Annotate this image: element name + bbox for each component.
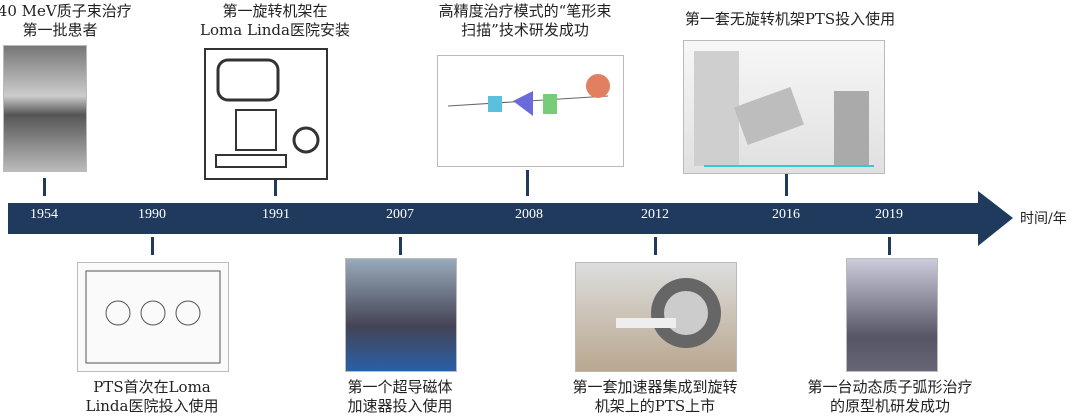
connector-tick [274,178,277,196]
patient-xray-image [3,45,87,172]
connector-tick [151,237,154,255]
connector-tick [399,237,402,255]
integrated-pts-image [575,262,737,372]
year-label: 1990 [138,207,166,222]
event-caption-1954: 340 MeV质子束治疗第一批患者 [0,2,132,39]
event-caption-2016: 第一套无旋转机架PTS投入使用 [684,10,896,28]
year-label: 2019 [875,207,903,222]
connector-tick [526,170,529,196]
pencil-beam-scanning-image [437,55,624,167]
year-label: 2007 [386,207,414,222]
event-caption-2012: 第一套加速器集成到旋转机架上的PTS上市 [572,378,738,415]
pts-floorplan-image [77,262,229,372]
connector-tick [43,178,46,196]
year-label: 1991 [262,207,290,222]
axis-label: 时间/年 [1020,211,1067,227]
connector-tick [888,237,891,255]
event-caption-2019: 第一台动态质子弧形治疗的原型机研发成功 [807,378,973,415]
year-label: 2016 [772,207,800,222]
year-label: 2008 [515,207,543,222]
connector-tick [654,237,657,255]
superconducting-accelerator-image [345,258,457,372]
year-label: 1954 [30,207,58,222]
year-label: 2012 [641,207,669,222]
connector-tick [785,172,788,196]
gantry-less-pts-image [683,40,885,174]
proton-arc-prototype-image [846,258,938,372]
event-caption-2008: 高精度治疗模式的“笔形束扫描”技术研发成功 [438,2,612,39]
gantry-schematic-image [204,48,328,180]
event-caption-2007: 第一个超导磁体加速器投入使用 [347,378,453,415]
